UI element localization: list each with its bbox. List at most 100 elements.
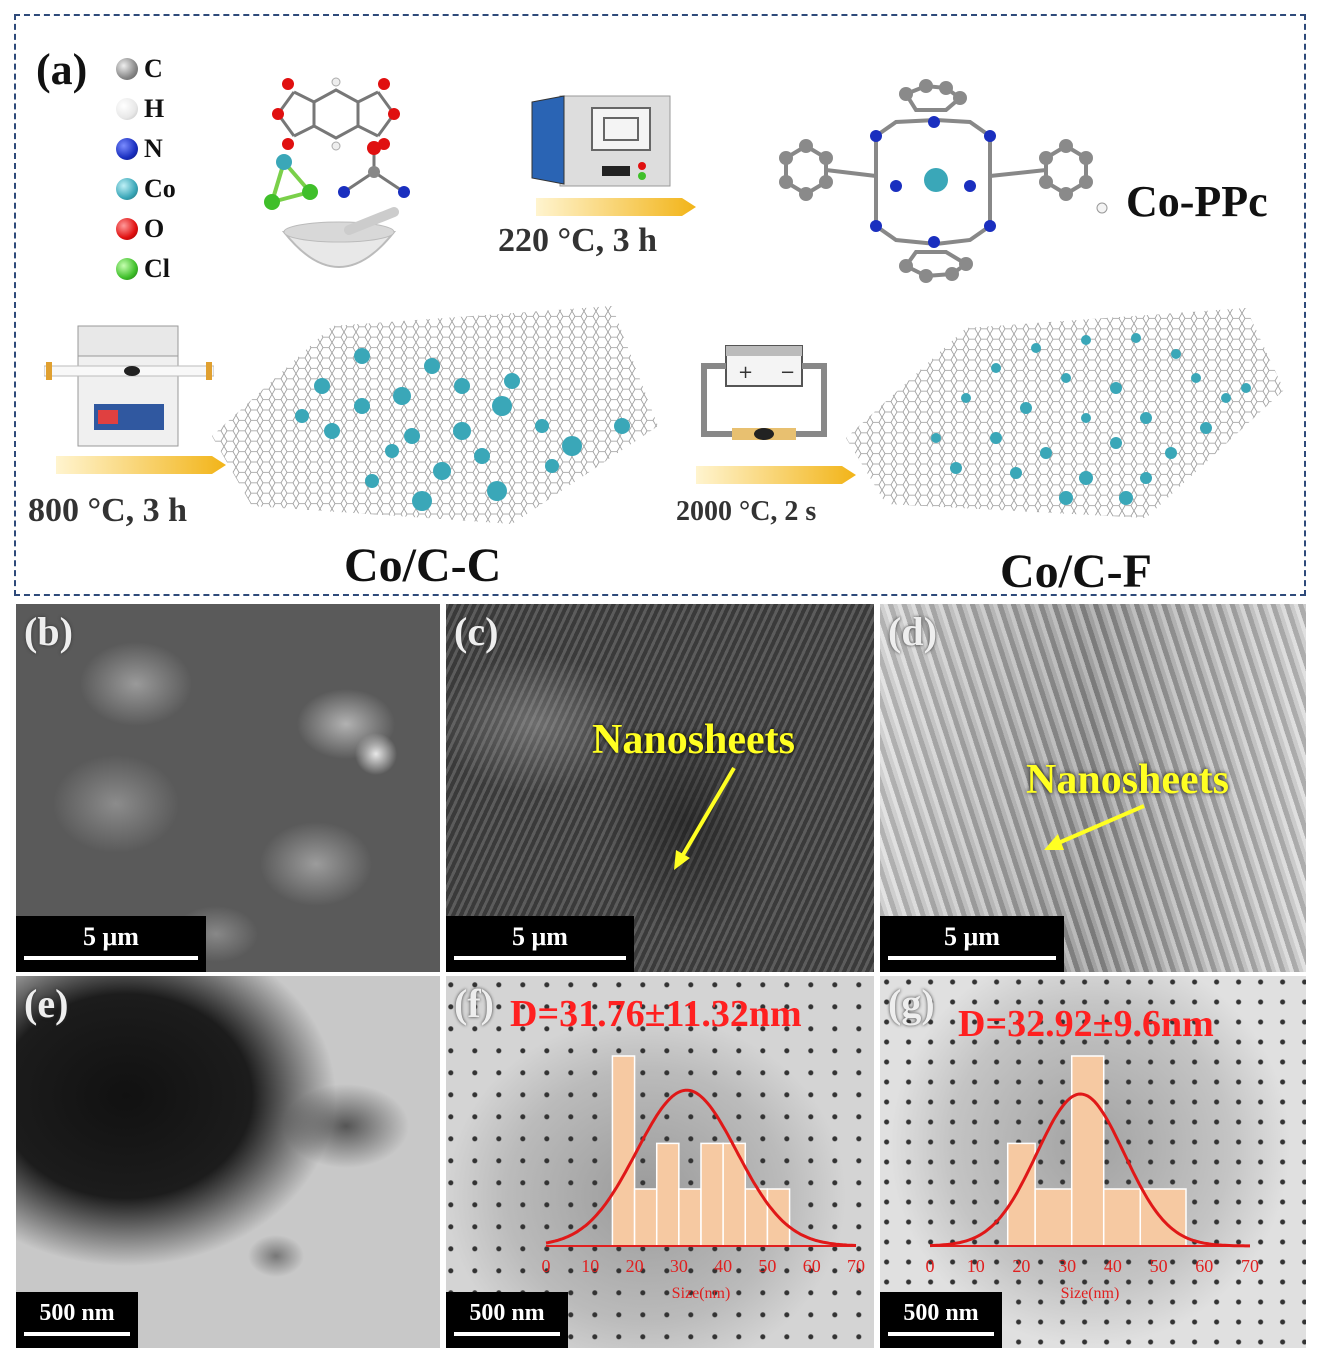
legend-label: N — [144, 134, 163, 163]
x-tick-label: 40 — [1104, 1256, 1122, 1276]
scalebar-label: 5 μm — [512, 922, 568, 951]
panel-label-g: (g) — [888, 981, 935, 1026]
step1-condition: 220 °C, 3 h — [498, 222, 658, 259]
legend-label: Cl — [144, 254, 170, 283]
scalebar-d: 5 μm — [880, 916, 1064, 972]
oven-icon — [531, 95, 671, 187]
product-co-c-f: Co/C-F — [1000, 545, 1152, 598]
diameter-label-g: D=32.92±9.6nm — [958, 1003, 1214, 1045]
scalebar-line — [888, 1332, 994, 1336]
x-tick-label: 10 — [581, 1256, 599, 1276]
scalebar-b: 5 μm — [16, 916, 206, 972]
panel-label-a: (a) — [36, 45, 88, 94]
legend-item-o: O — [116, 214, 164, 244]
scalebar-line — [24, 1332, 130, 1336]
c-atom-icon — [116, 58, 138, 80]
atom-legend: C H N Co O Cl — [116, 54, 206, 294]
nanosheets-label-d: Nanosheets — [1026, 757, 1230, 803]
x-tick-label: 70 — [1241, 1256, 1259, 1276]
power-supply-icon: + − — [701, 345, 827, 440]
scalebar-line — [888, 956, 1056, 960]
scalebar-label: 500 nm — [903, 1300, 979, 1326]
co-ppc-molecule — [779, 79, 1108, 283]
svg-text:+: + — [738, 362, 753, 383]
sem-image-b: (b) 5 μm — [16, 604, 440, 972]
diameter-label-f: D=31.76±11.32nm — [510, 993, 802, 1035]
scalebar-label: 5 μm — [944, 922, 1000, 951]
arrow-step1 — [536, 198, 696, 216]
histogram-bar — [700, 1142, 724, 1247]
histogram-bar — [655, 1142, 680, 1247]
legend-item-h: H — [116, 94, 164, 124]
legend-item-n: N — [116, 134, 163, 164]
x-tick-label: 70 — [847, 1256, 865, 1276]
x-tick-label: 50 — [1150, 1256, 1168, 1276]
histogram-bar — [1034, 1188, 1073, 1247]
x-tick-label: 60 — [1195, 1256, 1213, 1276]
scalebar-f: 500 nm — [446, 1292, 568, 1348]
arrow-pointer-c — [674, 766, 736, 870]
histogram-bar — [1102, 1188, 1142, 1247]
x-tick-label: 40 — [714, 1256, 732, 1276]
x-tick-label: 10 — [967, 1256, 985, 1276]
scalebar-label: 5 μm — [83, 922, 139, 951]
legend-label: Co — [144, 174, 176, 203]
x-axis-label: Size(nm) — [672, 1285, 731, 1302]
panel-label-d: (d) — [888, 609, 937, 654]
panel-label-e: (e) — [24, 981, 69, 1026]
panel-label-b: (b) — [24, 609, 73, 654]
x-tick-label: 50 — [758, 1256, 776, 1276]
legend-item-co: Co — [116, 174, 176, 204]
arrow-pointer-d — [1044, 804, 1145, 850]
gaussian-fit-curve — [929, 1092, 1250, 1248]
scalebar-line — [454, 1332, 560, 1336]
scalebar-e: 500 nm — [16, 1292, 138, 1348]
panel-label-c: (c) — [454, 609, 499, 654]
schematic-panel-a: (a) C H N Co O Cl — [14, 14, 1306, 598]
legend-label: H — [144, 94, 165, 123]
svg-text:−: − — [780, 362, 795, 383]
panel-label-f: (f) — [454, 981, 494, 1026]
graphene-sheet-co-c-c — [212, 306, 658, 524]
scalebar-line — [24, 956, 198, 960]
x-tick-label: 0 — [926, 1256, 935, 1276]
legend-item-c: C — [116, 54, 163, 84]
scalebar-c: 5 μm — [446, 916, 634, 972]
sem-texture — [880, 604, 1306, 972]
reactants-illustration — [264, 77, 410, 268]
x-tick-label: 0 — [542, 1256, 551, 1276]
histogram-bar — [678, 1188, 702, 1247]
sem-texture — [446, 604, 874, 972]
graphene-sheet-co-c-f — [846, 308, 1284, 518]
x-tick-label: 30 — [670, 1256, 688, 1276]
step3-condition: 2000 °C, 2 s — [676, 496, 817, 527]
o-atom-icon — [116, 218, 138, 240]
histogram-bar — [1006, 1142, 1036, 1247]
x-tick-label: 20 — [1012, 1256, 1030, 1276]
step2-condition: 800 °C, 3 h — [28, 492, 188, 529]
histogram-bar — [633, 1188, 658, 1247]
arrow-step2 — [56, 456, 226, 474]
scalebar-line — [454, 956, 626, 960]
x-tick-label: 30 — [1058, 1256, 1076, 1276]
n-atom-icon — [116, 138, 138, 160]
sem-image-d: (d) Nanosheets 5 μm — [880, 604, 1306, 972]
legend-item-cl: Cl — [116, 254, 170, 284]
x-tick-label: 60 — [803, 1256, 821, 1276]
h-atom-icon — [116, 98, 138, 120]
tube-furnace-icon — [44, 325, 214, 447]
tem-image-e: (e) 500 nm — [16, 976, 440, 1348]
co-atom-icon — [116, 178, 138, 200]
cl-atom-icon — [116, 258, 138, 280]
legend-label: O — [144, 214, 165, 243]
x-axis-label: Size(nm) — [1061, 1285, 1120, 1302]
histogram-bar — [1070, 1055, 1105, 1247]
legend-label: C — [144, 54, 163, 83]
scalebar-label: 500 nm — [469, 1300, 545, 1326]
histogram-bar — [611, 1055, 636, 1247]
scalebar-g: 500 nm — [880, 1292, 1002, 1348]
x-tick-label: 20 — [626, 1256, 644, 1276]
